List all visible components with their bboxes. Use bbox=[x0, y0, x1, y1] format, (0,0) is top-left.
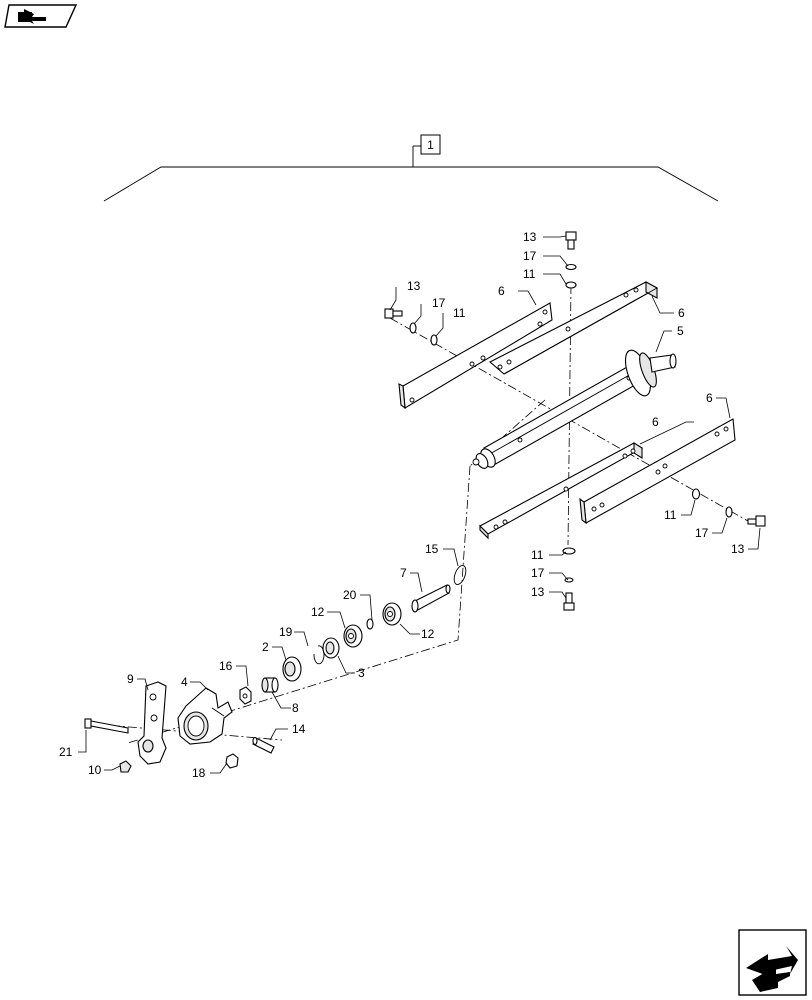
label-lockwasher-right: 17 bbox=[695, 526, 709, 540]
label-bolt-right: 13 bbox=[731, 542, 745, 556]
pivot-housing bbox=[177, 687, 233, 745]
label-lock-nut: 10 bbox=[88, 763, 102, 777]
flange-nut bbox=[225, 753, 239, 769]
dowel-pin bbox=[252, 736, 275, 754]
label-dowel-pin: 14 bbox=[292, 722, 306, 736]
next-page-arrow-icon[interactable] bbox=[738, 929, 807, 996]
label-lockwasher-left: 17 bbox=[432, 296, 446, 310]
assembly-callout: 1 bbox=[427, 138, 434, 152]
label-spacer: 8 bbox=[292, 701, 299, 715]
circlip bbox=[313, 645, 325, 665]
label-bearing-right: 12 bbox=[421, 627, 435, 641]
assembly-bracket: 1 bbox=[103, 134, 719, 202]
label-hex-nut: 16 bbox=[219, 659, 233, 673]
page-navigation-arrow-icon[interactable] bbox=[4, 4, 78, 28]
lock-nut bbox=[119, 760, 132, 773]
label-bar-upper-right: 6 bbox=[678, 306, 685, 320]
label-bar-lower-right: 6 bbox=[706, 391, 713, 405]
snap-ring bbox=[453, 564, 467, 586]
leader-lines bbox=[78, 235, 761, 774]
label-bar-lower-left: 6 bbox=[652, 415, 659, 429]
label-snap-ring: 15 bbox=[425, 542, 439, 556]
label-bolt-bottom: 13 bbox=[531, 585, 545, 599]
label-bolt-left: 13 bbox=[407, 279, 421, 293]
label-thrust-washer: 20 bbox=[343, 588, 357, 602]
label-hex-bolt: 21 bbox=[59, 745, 73, 759]
bearing-left bbox=[343, 624, 363, 648]
label-washer-top: 11 bbox=[523, 267, 536, 281]
fasteners-left bbox=[384, 308, 438, 346]
label-housing: 4 bbox=[181, 675, 188, 689]
label-bushing: 2 bbox=[262, 640, 269, 654]
part-labels: 13 17 11 13 17 11 6 6 5 6 6 11 17 13 11 … bbox=[59, 230, 745, 780]
spacer bbox=[261, 677, 279, 693]
support-bar-upper-right bbox=[489, 281, 659, 375]
bushing bbox=[282, 656, 302, 682]
bearing-right bbox=[382, 602, 402, 626]
support-bar-lower-right bbox=[579, 418, 736, 525]
label-bearing-left: 12 bbox=[311, 605, 325, 619]
fasteners-top bbox=[565, 231, 577, 289]
support-bar-lower-left bbox=[479, 442, 644, 540]
label-arm: 9 bbox=[127, 672, 134, 686]
label-washer-right: 11 bbox=[664, 508, 677, 522]
pivot-pin bbox=[411, 584, 451, 613]
label-bearing-cup: 3 bbox=[358, 666, 365, 680]
hex-nut bbox=[239, 686, 252, 705]
thrust-washer bbox=[366, 618, 374, 630]
fasteners-bottom bbox=[562, 547, 576, 611]
label-tube: 5 bbox=[677, 324, 684, 338]
bearing-cup bbox=[322, 637, 340, 659]
support-bar-upper-left bbox=[398, 302, 553, 410]
label-pin: 7 bbox=[400, 566, 407, 580]
label-bolt-top: 13 bbox=[523, 230, 537, 244]
label-washer-bottom: 11 bbox=[531, 548, 544, 562]
label-lockwasher-top: 17 bbox=[523, 249, 537, 263]
steering-arm bbox=[137, 681, 167, 765]
hex-bolt bbox=[84, 718, 129, 734]
label-circlip: 19 bbox=[279, 625, 293, 639]
fasteners-right bbox=[691, 488, 766, 527]
main-shaft-tube bbox=[472, 349, 677, 469]
label-flange-nut: 18 bbox=[192, 766, 206, 780]
label-washer-left: 11 bbox=[453, 306, 466, 320]
label-lockwasher-bottom: 17 bbox=[531, 566, 545, 580]
label-bar-upper-left: 6 bbox=[498, 284, 505, 298]
center-lines bbox=[93, 284, 756, 744]
